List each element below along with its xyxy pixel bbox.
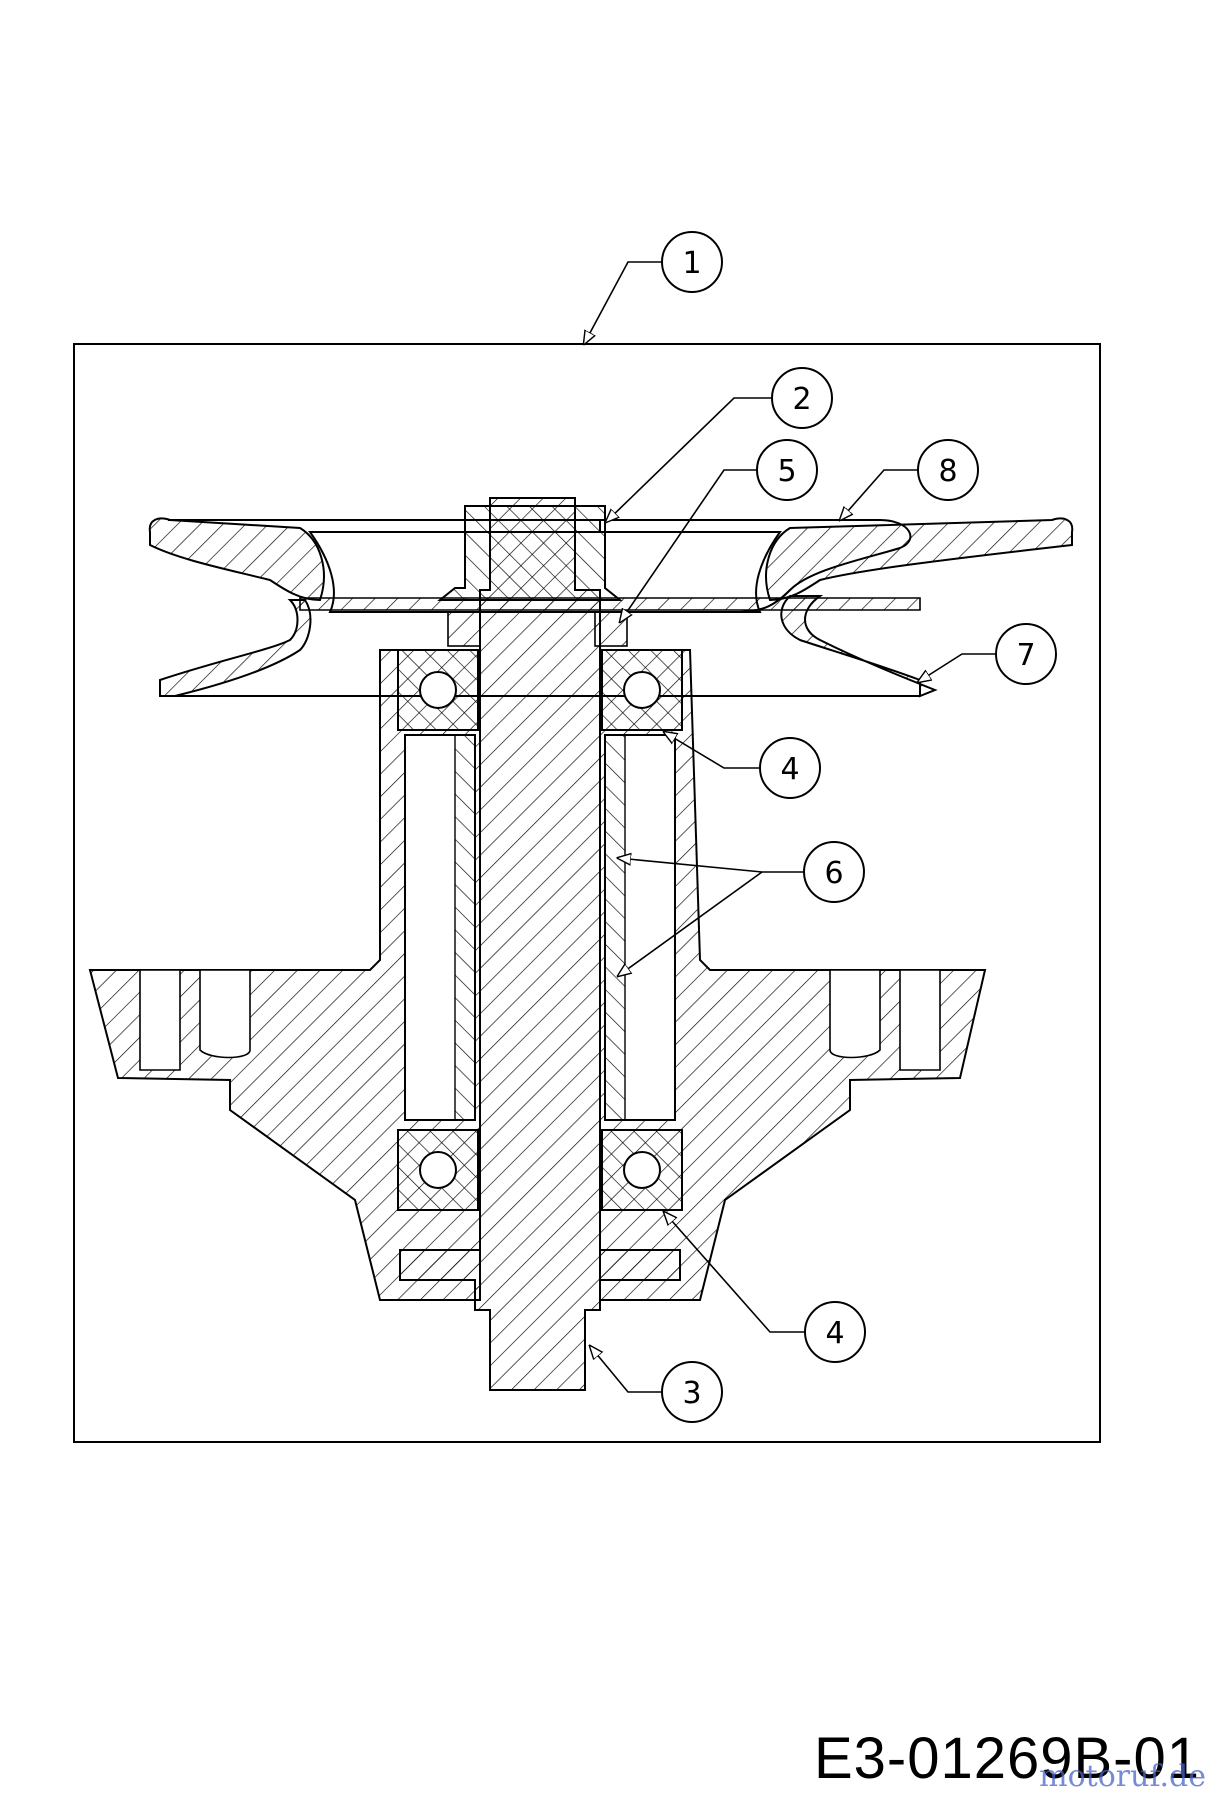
svg-text:3: 3: [682, 1376, 701, 1411]
pulley-lower-left: [159, 599, 312, 697]
svg-text:7: 7: [1016, 638, 1035, 673]
leader-8: [840, 469, 918, 520]
leader-7: [918, 653, 996, 682]
callout-1: 1: [661, 231, 723, 293]
bearing-upper-left: [397, 649, 479, 731]
leader-5: [620, 469, 757, 622]
spacer-tube-right-hatch: [604, 734, 626, 1121]
pulley-lower-right: [780, 595, 938, 698]
bearing-upper-right: [601, 649, 683, 731]
callout-3: 3: [661, 1361, 723, 1423]
washer-left: [447, 611, 481, 647]
spindle-shaft: [399, 497, 681, 1391]
pulley-upper-right: [765, 517, 1074, 602]
svg-text:4: 4: [825, 1316, 844, 1351]
callout-4-lower: 4: [804, 1301, 866, 1363]
housing-pocket-left: [139, 969, 251, 1071]
leader-4b: [664, 1212, 805, 1333]
svg-text:6: 6: [824, 856, 843, 891]
svg-text:8: 8: [938, 454, 957, 489]
callout-8: 8: [917, 439, 979, 501]
svg-text:4: 4: [780, 752, 799, 787]
leader-2: [606, 397, 772, 522]
watermark-text: motoruf.de: [1039, 1759, 1206, 1794]
washer-right: [594, 611, 628, 647]
leader-1: [584, 261, 662, 344]
callout-5: 5: [756, 439, 818, 501]
housing-pocket-right: [829, 969, 941, 1071]
leader-3: [590, 1346, 662, 1393]
svg-text:1: 1: [682, 246, 701, 281]
svg-text:2: 2: [792, 382, 811, 417]
callout-4-upper: 4: [759, 737, 821, 799]
callout-7: 7: [995, 623, 1057, 685]
spacer-tube-left-hatch: [454, 734, 476, 1121]
bearing-lower-right: [601, 1129, 683, 1211]
svg-text:5: 5: [777, 454, 796, 489]
callout-6: 6: [803, 841, 865, 903]
leader-4a: [664, 732, 760, 769]
bearing-lower-left: [397, 1129, 479, 1211]
leader-6b: [618, 871, 763, 976]
pulley-upper-left: [148, 517, 325, 602]
callout-2: 2: [771, 367, 833, 429]
top-nut: [437, 505, 623, 601]
drawing-code-label: E3-01269B-01: [813, 1726, 1200, 1791]
